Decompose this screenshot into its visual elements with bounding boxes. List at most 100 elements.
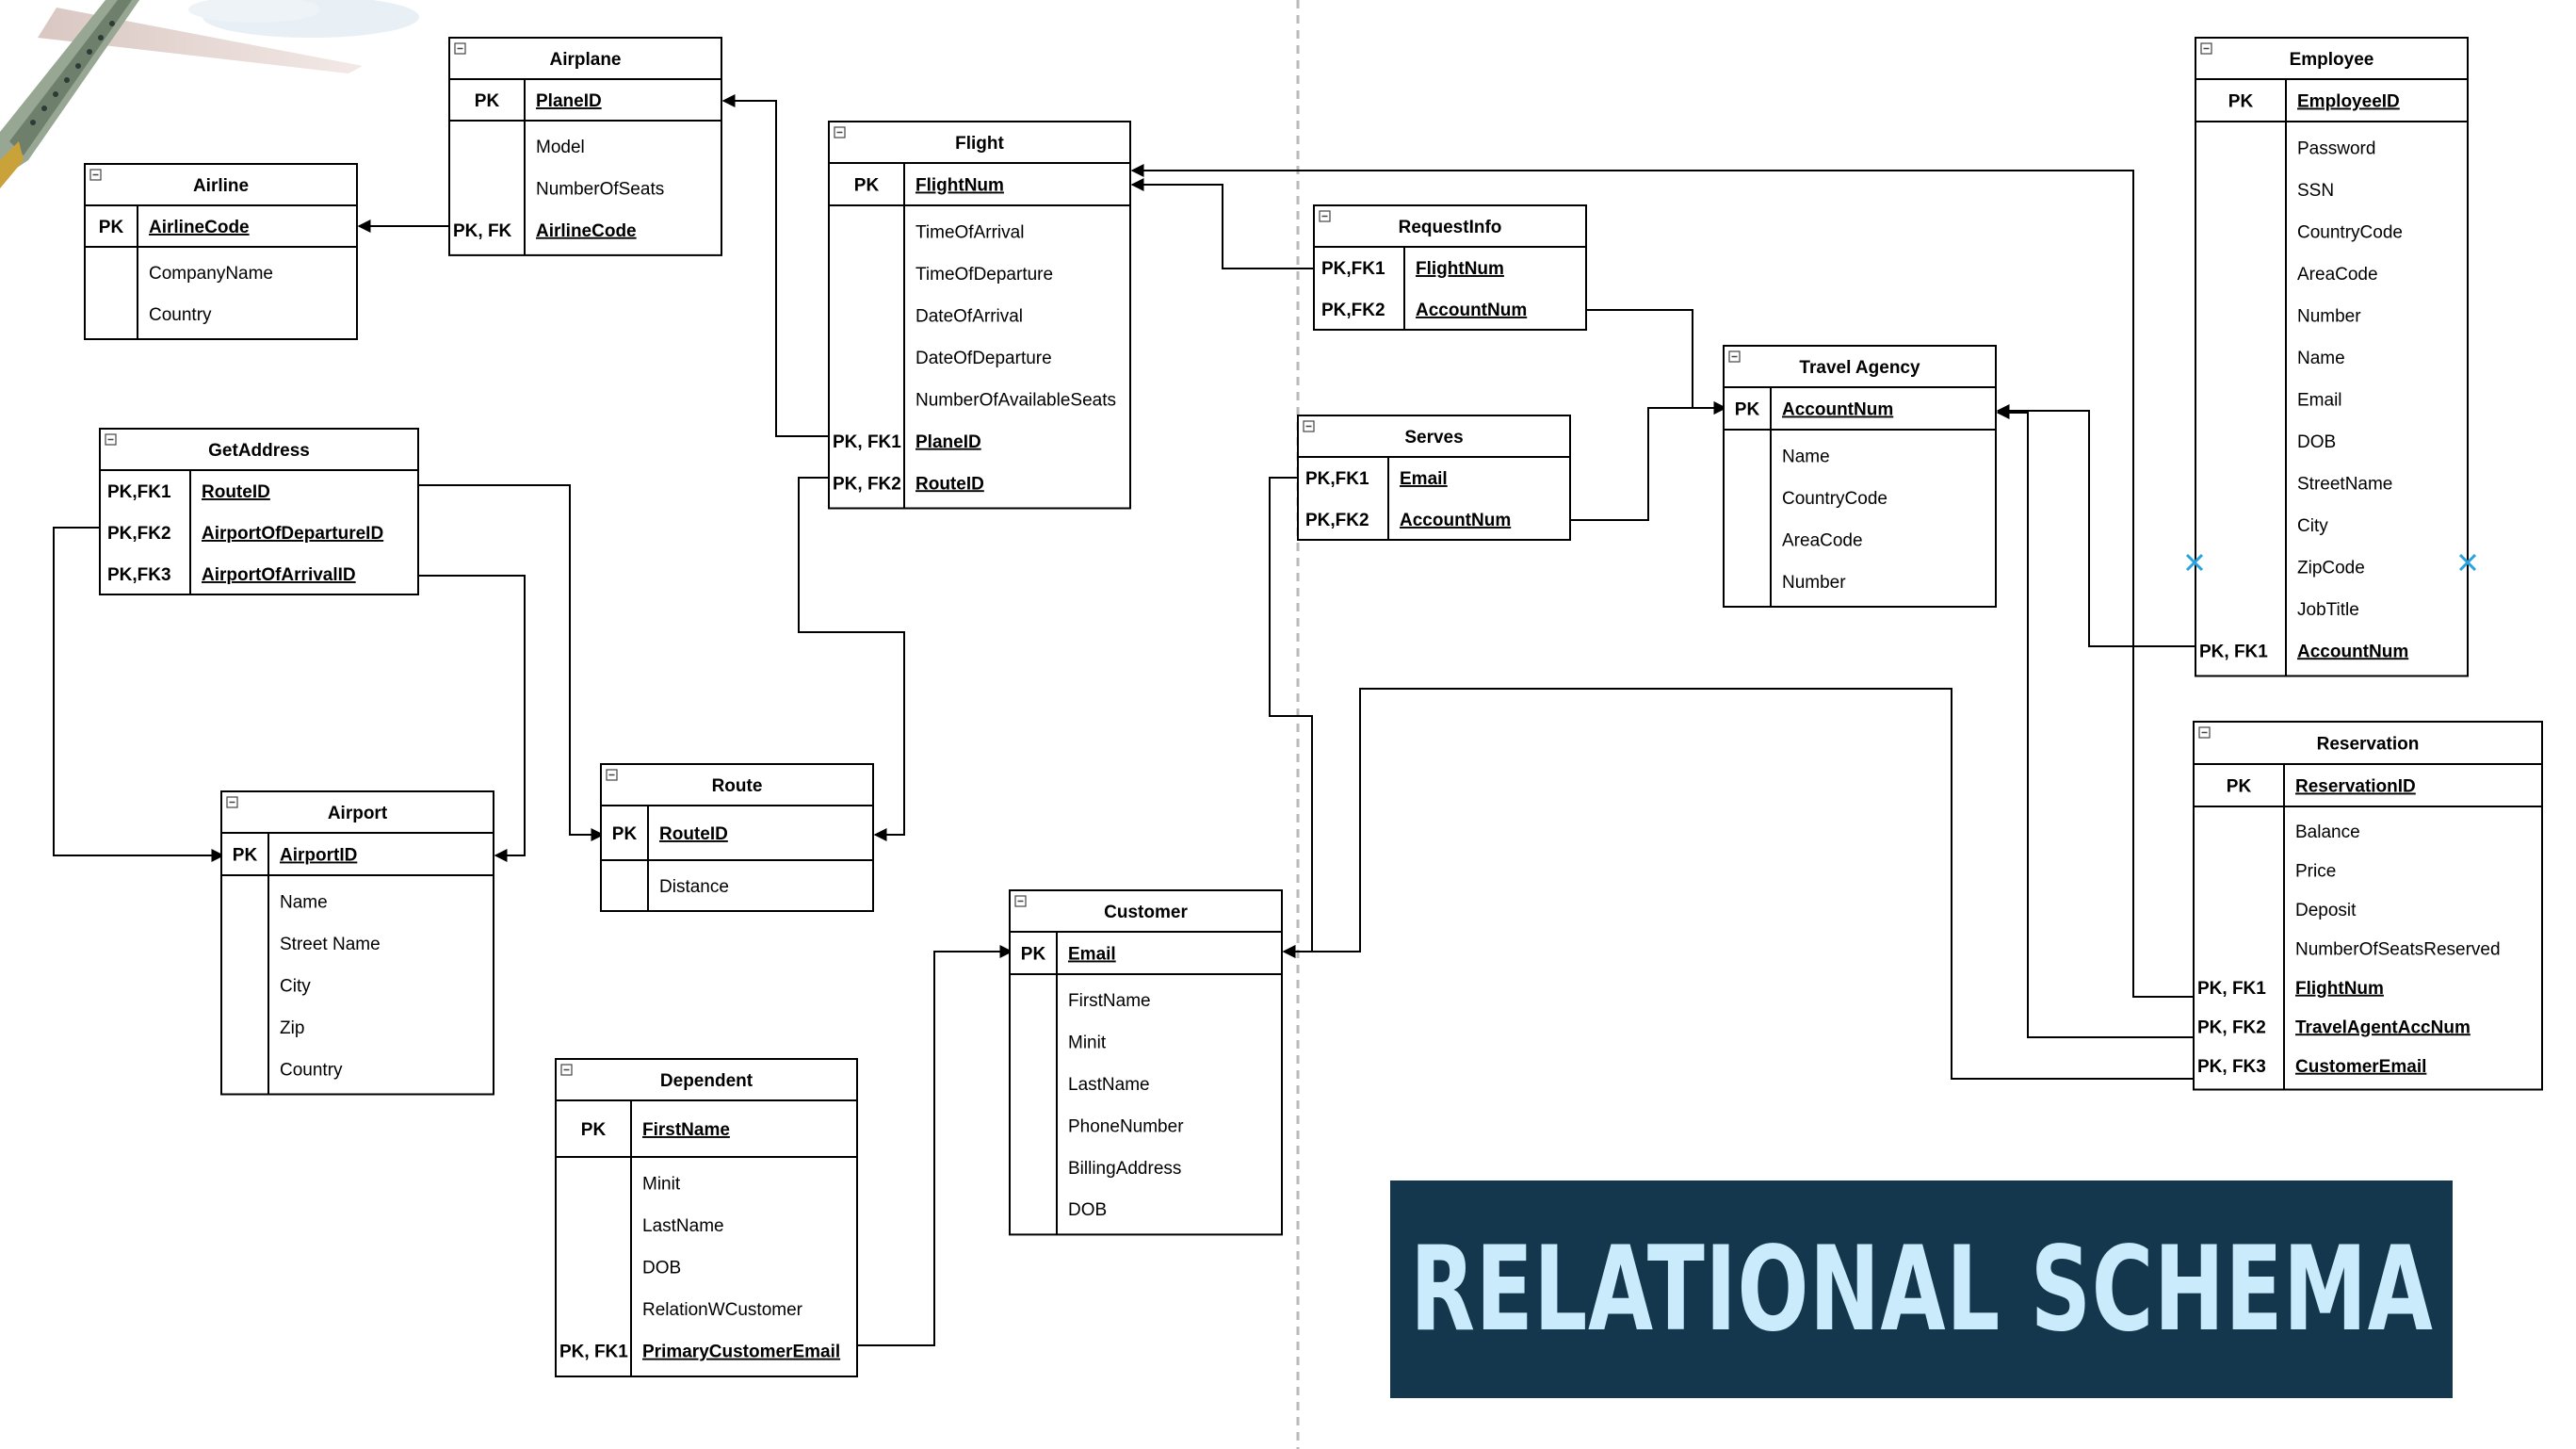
table-border (448, 37, 722, 256)
field-areacode: AreaCode (2297, 265, 2378, 285)
table-title: Flight (955, 134, 1004, 154)
pk-label: PK (475, 91, 500, 111)
field-distance: Distance (659, 877, 729, 897)
collapse-icon[interactable] (454, 42, 466, 55)
relationship-lines (53, 94, 2195, 1346)
collapse-icon[interactable] (1728, 350, 1741, 363)
table-border (555, 1058, 858, 1377)
pk-field-routeid: RouteID (202, 482, 270, 502)
pk-label: PK,FK1 (107, 482, 171, 502)
field-phonenumber: PhoneNumber (1068, 1116, 1184, 1136)
airplane-decoration (0, 0, 419, 188)
table-border (600, 763, 874, 912)
field-billingaddress: BillingAddress (1068, 1159, 1181, 1179)
field-numberofseats: NumberOfSeats (536, 179, 664, 199)
field-street-name: Street Name (280, 935, 381, 954)
table-border (2193, 721, 2543, 1091)
table-title: Route (712, 776, 763, 796)
fk-line-getaddress-route (418, 484, 605, 841)
field-balance: Balance (2295, 822, 2360, 842)
field-dateofdeparture: DateOfDeparture (915, 349, 1052, 368)
pk-label: PK (99, 218, 124, 237)
pk-label: PK (854, 176, 880, 196)
table-title: Reservation (2317, 735, 2420, 755)
table-title: Dependent (660, 1071, 753, 1091)
field-name: Name (2297, 349, 2345, 368)
field-firstname: FirstName (1068, 991, 1151, 1011)
fk-line-serves-agency (1570, 401, 1727, 521)
field-zip: Zip (280, 1018, 304, 1038)
fk-label: PK, FK2 (833, 474, 901, 494)
field-timeofdeparture: TimeOfDeparture (915, 265, 1053, 285)
fk-line-serves-customer (1269, 477, 1313, 958)
table-title: Customer (1104, 903, 1188, 922)
collapse-icon[interactable] (1303, 420, 1315, 432)
field-primarycustomeremail: PrimaryCustomerEmail (642, 1343, 840, 1362)
fk-line-flight-plane (721, 94, 829, 437)
title-banner: RELATIONAL SCHEMA (1390, 1180, 2453, 1398)
fk-line-getaddress-arrival (418, 575, 526, 862)
field-email: Email (2297, 390, 2342, 410)
pk-field-planeid: PlaneID (536, 91, 602, 111)
collapse-icon[interactable] (105, 433, 117, 446)
table-title: Employee (2290, 50, 2374, 70)
pk-field-airlinecode: AirlineCode (149, 218, 250, 237)
pk-field-employeeid: EmployeeID (2297, 92, 2400, 112)
table-border (1009, 889, 1283, 1236)
fk-label: PK, FK (453, 221, 512, 241)
collapse-icon[interactable] (560, 1064, 573, 1076)
field-ssn: SSN (2297, 181, 2334, 201)
collapse-icon[interactable] (226, 796, 238, 808)
table-border (1313, 204, 1587, 331)
field-minit: Minit (1068, 1034, 1107, 1053)
collapse-icon[interactable] (1319, 210, 1331, 222)
field-city: City (2297, 516, 2328, 536)
field-countrycode: CountryCode (1782, 489, 1887, 509)
pk-field-firstname: FirstName (642, 1120, 730, 1140)
collapse-icon[interactable] (2198, 726, 2211, 739)
fk-label: PK, FK1 (559, 1343, 628, 1362)
pk-field-accountnum: AccountNum (1416, 301, 1527, 320)
pk-field-reservationid: ReservationID (2295, 777, 2416, 797)
pk-label: PK (612, 824, 638, 844)
collapse-icon[interactable] (2200, 42, 2212, 55)
table-border (99, 428, 419, 595)
fk-line-flight-route (798, 477, 905, 841)
pk-label: PK,FK2 (1305, 511, 1369, 530)
field-dateofarrival: DateOfArrival (915, 306, 1023, 326)
collapse-icon[interactable] (834, 126, 846, 138)
pk-label: PK,FK3 (107, 565, 171, 585)
fk-label: PK, FK1 (833, 432, 901, 452)
pk-label: PK (1735, 400, 1760, 420)
collapse-icon[interactable] (606, 769, 618, 781)
field-countrycode: CountryCode (2297, 222, 2403, 242)
field-customeremail: CustomerEmail (2295, 1057, 2426, 1077)
field-name: Name (280, 892, 328, 912)
pk-label: PK (2227, 777, 2252, 797)
field-relationwcustomer: RelationWCustomer (642, 1300, 803, 1320)
field-areacode: AreaCode (1782, 530, 1863, 550)
pk-field-airportofdepartureid: AirportOfDepartureID (202, 524, 383, 544)
fk-line-getaddress-departure (53, 527, 225, 862)
collapse-icon[interactable] (1014, 895, 1027, 907)
collapse-icon[interactable] (89, 169, 102, 181)
table-border (1297, 415, 1571, 541)
fk-line-reservation-flight (1130, 164, 2194, 998)
field-name: Name (1782, 447, 1830, 466)
fk-label: PK, FK3 (2197, 1057, 2266, 1077)
pk-field-accountnum: AccountNum (1782, 400, 1893, 420)
